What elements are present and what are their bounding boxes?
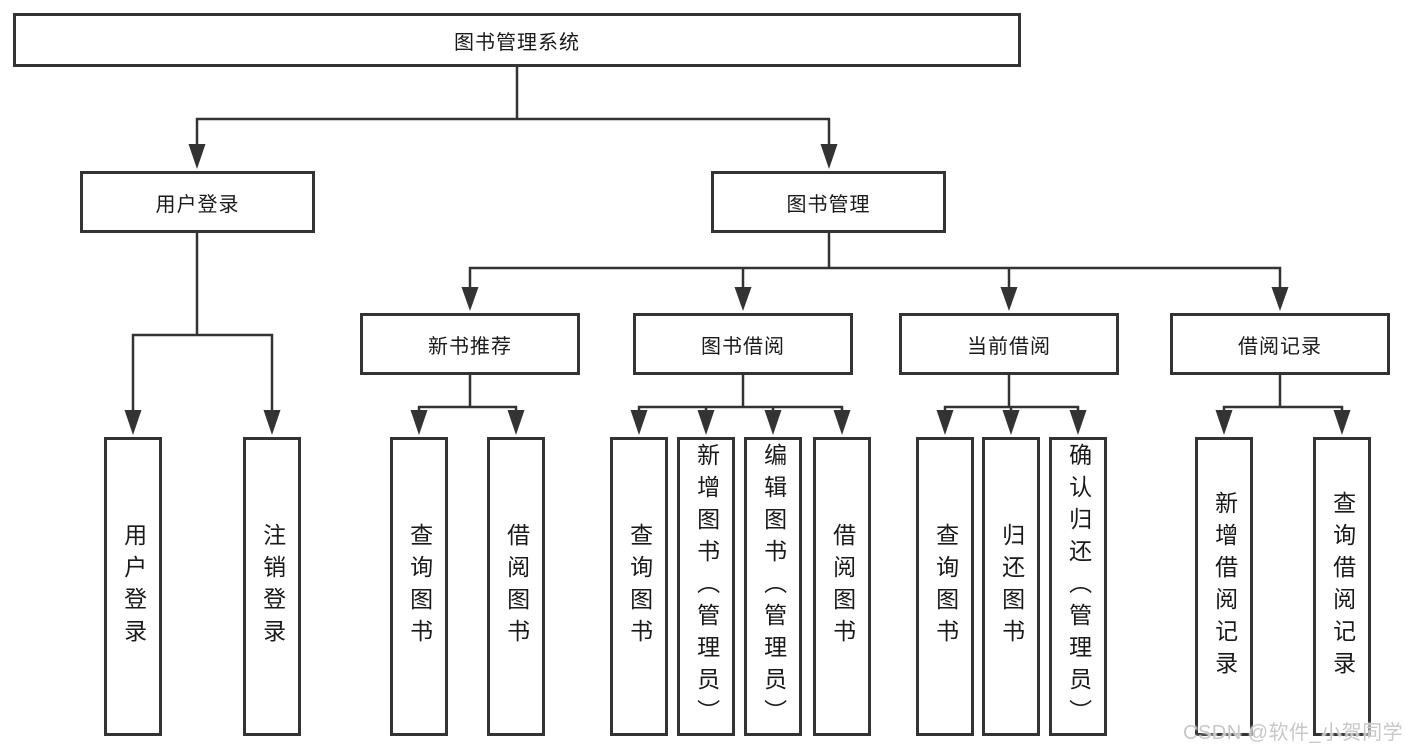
connector-user-login-children: [131, 231, 274, 414]
arrowhead: [507, 410, 525, 435]
leaf-query-books-current: 查询图书: [916, 437, 974, 736]
node-label: 新增借阅记录: [1211, 490, 1238, 683]
arrowhead: [263, 410, 281, 435]
arrowhead: [820, 144, 838, 169]
node-label: 当前借阅: [967, 335, 1051, 358]
arrowhead: [461, 287, 479, 311]
node-label: 借阅记录: [1238, 335, 1322, 358]
leaf-user-login: 用户登录: [104, 437, 162, 736]
arrowhead: [734, 287, 752, 311]
node-label: 图书借阅: [701, 335, 785, 358]
leaf-confirm-return-admin: 确认归还（管理员）: [1049, 437, 1107, 736]
node-label: 新书推荐: [428, 335, 512, 358]
connector-borrow-records-children: [1222, 373, 1344, 414]
node-label: 查询图书: [406, 522, 433, 651]
connector-root-to-level1: [195, 65, 831, 148]
leaf-edit-book-admin: 编辑图书（管理员）: [744, 437, 802, 736]
node-book-borrow: 图书借阅: [633, 313, 853, 375]
node-label: 用户登录: [120, 522, 147, 651]
leaf-query-books-borrow: 查询图书: [610, 437, 668, 736]
connector-book-borrow-children: [637, 373, 844, 414]
node-label: 归还图书: [998, 522, 1025, 651]
node-current-borrow: 当前借阅: [899, 313, 1119, 375]
leaf-borrow-books: 借阅图书: [813, 437, 871, 736]
node-book-management: 图书管理: [711, 171, 946, 233]
node-label: 图书管理: [786, 193, 871, 216]
leaf-query-borrow-record: 查询借阅记录: [1313, 437, 1371, 736]
arrowhead: [1002, 410, 1020, 435]
connector-current-borrow-children: [943, 373, 1080, 414]
leaf-add-borrow-record: 新增借阅记录: [1195, 437, 1253, 736]
node-library-management-system: 图书管理系统: [13, 13, 1021, 67]
leaf-return-book: 归还图书: [982, 437, 1040, 736]
arrowhead: [1215, 410, 1233, 435]
node-label: 注销登录: [259, 522, 286, 651]
arrowhead: [1000, 287, 1018, 311]
leaf-query-books-recommend: 查询图书: [390, 437, 448, 736]
arrowhead: [630, 410, 648, 435]
node-label: 查询图书: [932, 522, 959, 651]
connector-book-management-children: [468, 231, 1282, 291]
arrowhead: [697, 410, 715, 435]
arrowhead: [1333, 410, 1351, 435]
arrowhead: [764, 410, 782, 435]
arrowheads: [124, 144, 1351, 435]
node-new-book-recommend: 新书推荐: [360, 313, 580, 375]
node-label: 查询图书: [626, 522, 653, 651]
watermark-csdn: CSDN @软件_小贺同学: [1183, 722, 1404, 744]
leaf-add-book-admin: 新增图书（管理员）: [677, 437, 735, 736]
leaf-borrow-books-recommend: 借阅图书: [487, 437, 545, 736]
node-borrow-records: 借阅记录: [1170, 313, 1390, 375]
connector-new-book-recommend-children: [417, 373, 518, 414]
arrowhead: [1271, 287, 1289, 311]
node-label: 编辑图书（管理员）: [760, 442, 787, 731]
node-label: 图书管理系统: [454, 31, 580, 54]
node-user-login: 用户登录: [80, 171, 315, 233]
leaf-logout: 注销登录: [243, 437, 301, 736]
arrowhead: [124, 410, 142, 435]
arrowhead: [1069, 410, 1087, 435]
node-label: 用户登录: [155, 193, 240, 216]
node-label: 新增图书（管理员）: [693, 442, 720, 731]
arrowhead: [936, 410, 954, 435]
node-label: 确认归还（管理员）: [1065, 442, 1092, 731]
arrowhead: [410, 410, 428, 435]
arrowhead: [833, 410, 851, 435]
node-label: 借阅图书: [503, 522, 530, 651]
node-label: 借阅图书: [829, 522, 856, 651]
node-label: 查询借阅记录: [1329, 490, 1356, 683]
arrowhead: [188, 144, 206, 169]
